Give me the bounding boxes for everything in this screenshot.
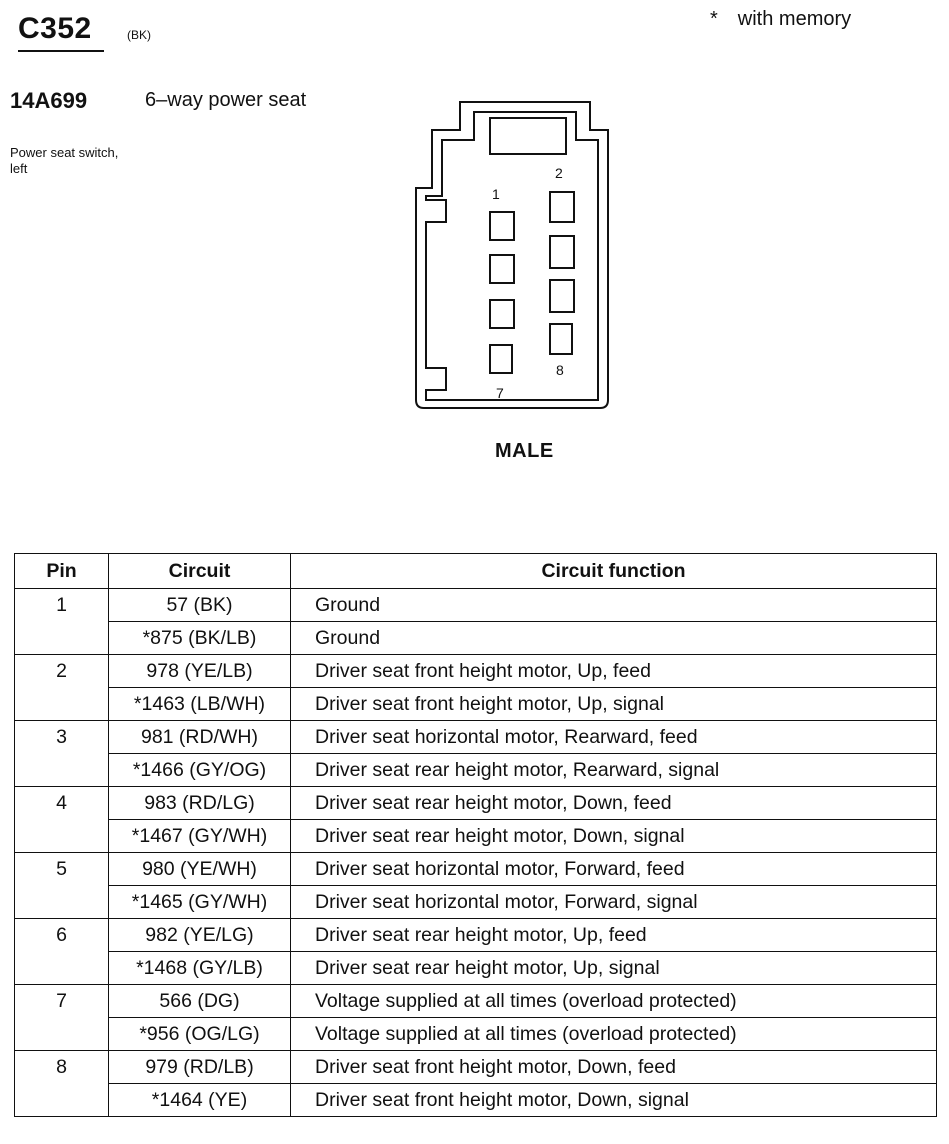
pin-cavity-5 (489, 299, 515, 329)
table-header-row: Pin Circuit Circuit function (14, 553, 937, 589)
circuit-function-cell: Driver seat rear height motor, Up, signa… (290, 951, 937, 985)
location-line-2: left (10, 161, 28, 176)
table-row: *1467 (GY/WH)Driver seat rear height mot… (15, 819, 937, 853)
circuit-cell: 979 (RD/LB) (108, 1050, 291, 1084)
table-row: *875 (BK/LB)Ground (15, 621, 937, 655)
circuit-function-cell: Driver seat front height motor, Up, feed (290, 654, 937, 688)
pin-cavity-4 (549, 235, 575, 269)
connector-face-diagram: 1 2 7 8 (415, 101, 609, 409)
circuit-function-cell: Voltage supplied at all times (overload … (290, 984, 937, 1018)
circuit-function-cell: Driver seat rear height motor, Up, feed (290, 918, 937, 952)
table-row: *1466 (GY/OG)Driver seat rear height mot… (15, 753, 937, 787)
location-line-1: Power seat switch, (10, 145, 119, 160)
pin-number-cell: 1 (14, 588, 109, 655)
circuit-cell: 983 (RD/LG) (108, 786, 291, 820)
circuit-function-cell: Driver seat front height motor, Down, si… (290, 1083, 937, 1117)
pin-number-cell: 3 (14, 720, 109, 787)
circuit-function-cell: Driver seat rear height motor, Down, fee… (290, 786, 937, 820)
component-location: Power seat switch, left (10, 145, 180, 177)
pin-number-cell: 7 (14, 984, 109, 1051)
header-circuit-function: Circuit function (290, 553, 937, 589)
circuit-function-cell: Driver seat front height motor, Down, fe… (290, 1050, 937, 1084)
circuit-cell: *1467 (GY/WH) (108, 819, 291, 853)
circuit-function-cell: Ground (290, 588, 937, 622)
pin-number-cell: 5 (14, 852, 109, 919)
connector-latch (489, 117, 567, 155)
pin-cavity-2 (549, 191, 575, 223)
circuit-cell: *875 (BK/LB) (108, 621, 291, 655)
table-row: *1463 (LB/WH)Driver seat front height mo… (15, 687, 937, 721)
circuit-function-cell: Driver seat rear height motor, Down, sig… (290, 819, 937, 853)
table-row: *956 (OG/LG)Voltage supplied at all time… (15, 1017, 937, 1051)
circuit-cell: 981 (RD/WH) (108, 720, 291, 754)
header-circuit: Circuit (108, 553, 291, 589)
pin-cavity-3 (489, 254, 515, 284)
circuit-cell: 980 (YE/WH) (108, 852, 291, 886)
pin-label-8: 8 (556, 362, 564, 378)
circuit-cell: *1465 (GY/WH) (108, 885, 291, 919)
pin-label-7: 7 (496, 385, 504, 401)
pin-number-cell: 2 (14, 654, 109, 721)
pin-number-cell: 4 (14, 786, 109, 853)
pin-cavity-7 (489, 344, 513, 374)
circuit-cell: 57 (BK) (108, 588, 291, 622)
circuit-cell: *1463 (LB/WH) (108, 687, 291, 721)
circuit-function-cell: Ground (290, 621, 937, 655)
memory-legend-text: with memory (737, 8, 852, 30)
circuit-function-cell: Driver seat horizontal motor, Forward, s… (290, 885, 937, 919)
memory-legend: * with memory (710, 8, 851, 31)
pin-label-1: 1 (492, 186, 500, 202)
circuit-function-cell: Driver seat horizontal motor, Forward, f… (290, 852, 937, 886)
circuit-cell: *956 (OG/LG) (108, 1017, 291, 1051)
table-row: *1468 (GY/LB)Driver seat rear height mot… (15, 951, 937, 985)
pin-cavity-8 (549, 323, 573, 355)
table-row: *1465 (GY/WH)Driver seat horizontal moto… (15, 885, 937, 919)
connector-inner-shell (425, 111, 599, 401)
pin-cavity-6 (549, 279, 575, 313)
connector-view-label: MALE (495, 440, 554, 462)
memory-legend-symbol: * (710, 8, 718, 30)
part-number: 14A699 (10, 88, 88, 113)
circuit-cell: 978 (YE/LB) (108, 654, 291, 688)
circuit-function-cell: Driver seat rear height motor, Rearward,… (290, 753, 937, 787)
pin-number-cell: 6 (14, 918, 109, 985)
circuit-function-cell: Voltage supplied at all times (overload … (290, 1017, 937, 1051)
pin-number-cell: 8 (14, 1050, 109, 1117)
connector-outer-shell (415, 101, 609, 409)
pin-cavity-1 (489, 211, 515, 241)
circuit-cell: *1468 (GY/LB) (108, 951, 291, 985)
circuit-cell: *1464 (YE) (108, 1083, 291, 1117)
pin-label-2: 2 (555, 165, 563, 181)
connector-id: C352 (18, 12, 92, 45)
circuit-cell: 566 (DG) (108, 984, 291, 1018)
header-pin: Pin (14, 553, 109, 589)
circuit-function-cell: Driver seat horizontal motor, Rearward, … (290, 720, 937, 754)
part-description: 6–way power seat (145, 89, 307, 111)
connector-color: (BK) (127, 28, 151, 42)
circuit-cell: *1466 (GY/OG) (108, 753, 291, 787)
table-row: *1464 (YE)Driver seat front height motor… (15, 1083, 937, 1117)
circuit-cell: 982 (YE/LG) (108, 918, 291, 952)
connector-id-underline (18, 50, 104, 52)
circuit-function-cell: Driver seat front height motor, Up, sign… (290, 687, 937, 721)
